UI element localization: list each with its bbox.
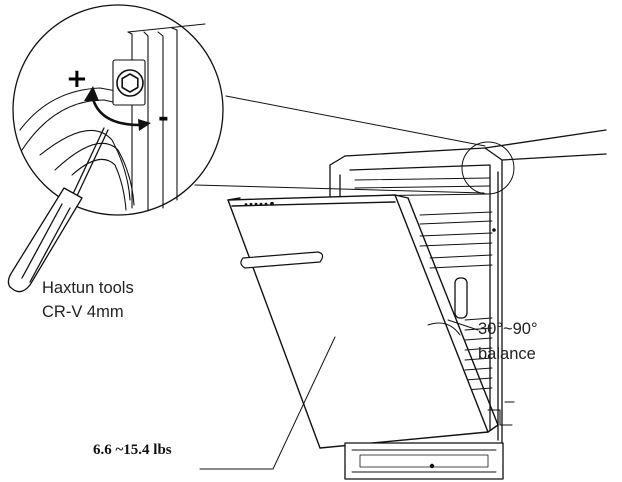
base-toe-kick: [344, 442, 504, 480]
plus-sign: +: [66, 64, 88, 94]
hex-bolt-icon: [116, 69, 144, 97]
angle-arc: [427, 322, 461, 336]
dishwasher-door: [227, 194, 499, 449]
callout-line-top: [225, 95, 486, 147]
angle-label-line2: balance: [478, 345, 536, 363]
weight-label: 6.6 ~15.4 lbs: [93, 442, 172, 458]
upper-rack: [354, 177, 493, 269]
spray-arm: [454, 277, 468, 319]
control-panel-buttons: [244, 201, 274, 206]
angle-leader: [447, 319, 479, 331]
screwdriver-icon: [7, 127, 109, 293]
tool-label-line2: CR-V 4mm: [42, 303, 124, 321]
magnifier-callout: [12, 4, 515, 216]
rotate-arrow-icon: [84, 86, 151, 131]
door-handle: [240, 251, 324, 269]
tool-label-line1: Haxtun tools: [42, 279, 134, 297]
angle-label-line1: 30°~90°: [478, 320, 538, 338]
detail-circle: [12, 4, 224, 216]
minus-sign: -: [158, 103, 169, 133]
lower-rack: [464, 317, 493, 391]
zoomed-hinge-detail: [19, 23, 206, 211]
weight-pointer-line: [272, 336, 336, 470]
